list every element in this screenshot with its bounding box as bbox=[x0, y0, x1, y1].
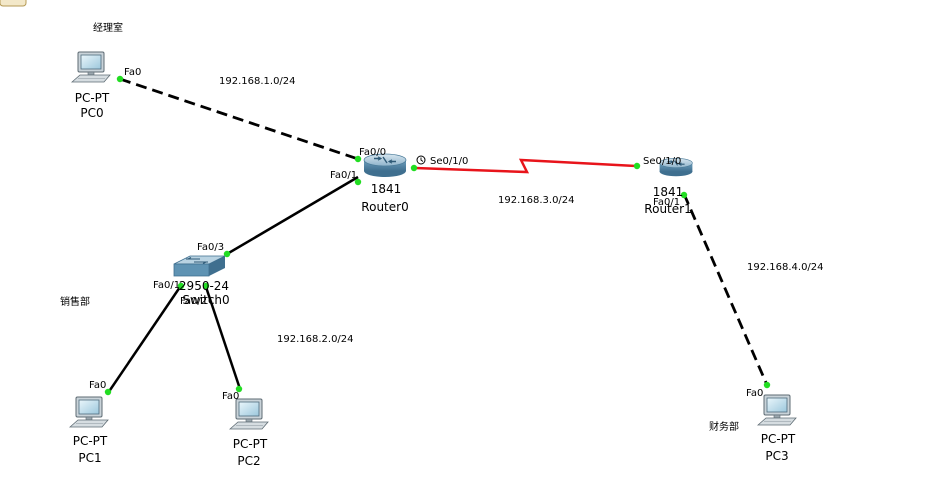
link-pc0-router0[interactable] bbox=[119, 77, 359, 161]
link-light bbox=[633, 162, 641, 170]
pc1-model: PC-PT bbox=[73, 434, 108, 448]
pc3-name: PC3 bbox=[765, 449, 788, 463]
pc-icon bbox=[69, 396, 109, 428]
router1-port-se010: Se0/1/0 bbox=[643, 156, 681, 167]
link-light bbox=[354, 178, 362, 186]
pc1-device[interactable]: PC-PT PC1 bbox=[69, 396, 109, 465]
switch-icon bbox=[173, 255, 226, 277]
room-label-manager: 经理室 bbox=[93, 21, 123, 34]
router0-device[interactable]: 1841 Router0 bbox=[361, 153, 409, 214]
pc-icon bbox=[229, 398, 269, 430]
link-light bbox=[410, 164, 418, 172]
link-light bbox=[177, 282, 185, 290]
pc-icon bbox=[757, 394, 797, 426]
pc2-device[interactable]: PC-PT PC2 bbox=[229, 398, 269, 468]
pc-icon bbox=[71, 51, 111, 83]
router0-port-se010: Se0/1/0 bbox=[430, 156, 468, 167]
switch0-name: Switch0 bbox=[182, 293, 229, 307]
link-light bbox=[354, 155, 362, 163]
network-label-2: 192.168.2.0/24 bbox=[277, 334, 354, 345]
link-light bbox=[104, 388, 112, 396]
router0-port-fa01: Fa0/1 bbox=[330, 170, 357, 181]
router1-model: 1841 bbox=[653, 185, 684, 199]
router1-port-fa01: Fa0/1 bbox=[653, 197, 680, 208]
link-light bbox=[763, 381, 771, 389]
toolbar-corner bbox=[0, 0, 27, 7]
links-layer bbox=[106, 77, 769, 394]
pc2-port-label: Fa0 bbox=[222, 391, 239, 402]
pc0-device[interactable]: PC-PT PC0 bbox=[71, 51, 111, 120]
router0-model: 1841 bbox=[371, 182, 402, 196]
switch0-device[interactable]: 2950-24 Switch0 bbox=[173, 255, 230, 307]
pc0-name: PC0 bbox=[80, 106, 103, 120]
link-light bbox=[223, 250, 231, 258]
network-label-4: 192.168.4.0/24 bbox=[747, 262, 824, 273]
pc2-name: PC2 bbox=[237, 454, 260, 468]
link-router1-pc3[interactable] bbox=[682, 193, 769, 386]
pc1-port-label: Fa0 bbox=[89, 380, 106, 391]
network-label-3: 192.168.3.0/24 bbox=[498, 195, 575, 206]
link-light bbox=[680, 191, 688, 199]
pc0-port-label: Fa0 bbox=[124, 67, 141, 78]
pc1-name: PC1 bbox=[78, 451, 101, 465]
link-light bbox=[235, 385, 243, 393]
pc2-model: PC-PT bbox=[233, 437, 268, 451]
link-light bbox=[202, 282, 210, 290]
router1-name: Router1 bbox=[644, 202, 691, 216]
link-switch0-pc1[interactable] bbox=[106, 286, 182, 394]
pc3-port-label: Fa0 bbox=[746, 388, 763, 399]
pc0-model: PC-PT bbox=[75, 91, 110, 105]
pc3-model: PC-PT bbox=[761, 432, 796, 446]
room-label-sales: 销售部 bbox=[60, 295, 90, 308]
switch0-port-fa02: Fa0/2 bbox=[180, 296, 207, 307]
network-label-1: 192.168.1.0/24 bbox=[219, 76, 296, 87]
port-labels: Fa0 Fa0/0 Fa0/1 Se0/1/0 Se0/1/0 Fa0/1 Fa… bbox=[89, 67, 763, 402]
link-router0-switch0[interactable] bbox=[226, 175, 359, 256]
pc3-device[interactable]: PC-PT PC3 bbox=[757, 394, 797, 463]
switch0-port-fa01: Fa0/1 bbox=[153, 280, 180, 291]
link-switch0-pc2[interactable] bbox=[204, 286, 242, 390]
link-light bbox=[116, 75, 124, 83]
room-label-finance: 财务部 bbox=[709, 420, 739, 433]
link-lights bbox=[104, 75, 771, 396]
router0-port-fa00: Fa0/0 bbox=[359, 147, 386, 158]
switch0-port-fa03: Fa0/3 bbox=[197, 242, 224, 253]
clock-icon bbox=[416, 155, 426, 165]
network-notes: 192.168.1.0/24 192.168.2.0/24 192.168.3.… bbox=[60, 21, 824, 433]
switch0-model: 2950-24 bbox=[179, 279, 229, 293]
link-serial-router0-router1[interactable] bbox=[414, 158, 638, 174]
router0-name: Router0 bbox=[361, 200, 408, 214]
router1-device[interactable]: 1841 Router1 bbox=[644, 157, 693, 216]
